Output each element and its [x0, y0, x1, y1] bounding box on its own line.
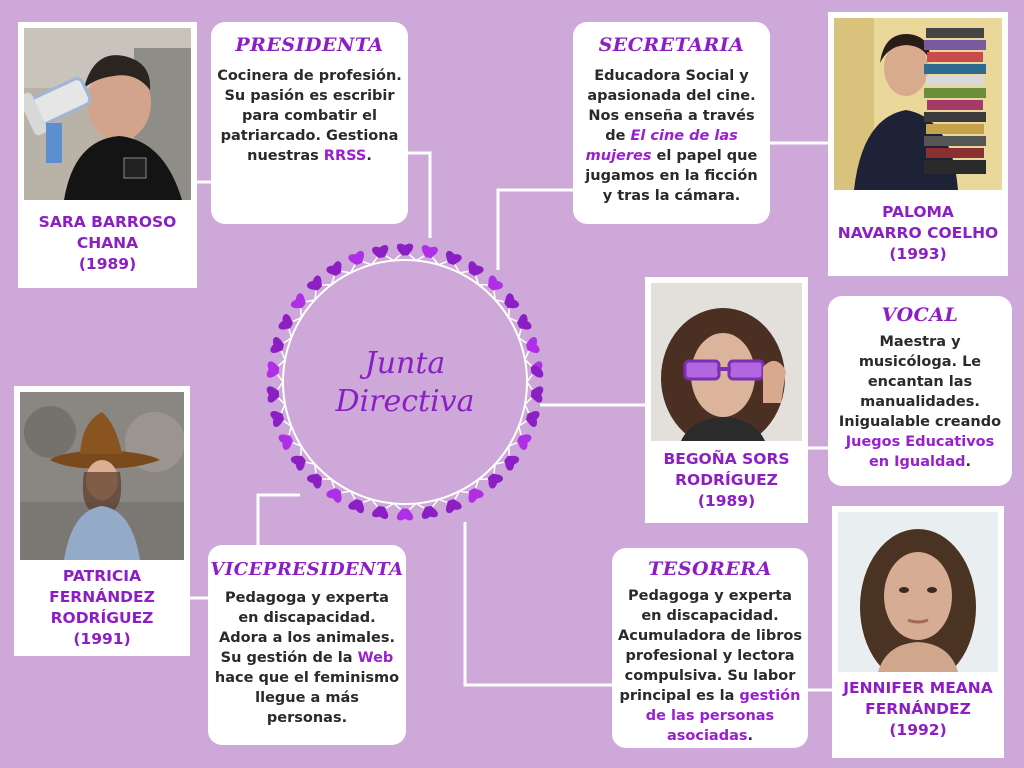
member-name-line: CHANA: [76, 234, 139, 252]
center-title: Junta Directiva: [300, 345, 510, 421]
member-year: (1991): [73, 630, 131, 648]
role-title: PRESIDENTA: [235, 34, 384, 56]
role-card-vicepresidenta: VICEPRESIDENTA Pedagoga y experta en dis…: [208, 545, 406, 745]
member-year: (1992): [889, 721, 947, 739]
center-title-line: Junta: [364, 346, 446, 381]
role-description: Maestra y musicóloga. Le encantan las ma…: [838, 334, 1002, 470]
member-card-vocal: BEGOÑA SORS RODRÍGUEZ (1989): [645, 277, 808, 523]
member-name-line: NAVARRO COELHO: [837, 224, 999, 242]
laurel-wreath-icon: [266, 243, 544, 521]
role-title: VICEPRESIDENTA: [210, 559, 404, 580]
photo-begona-sors: [651, 283, 802, 441]
member-card-presidenta: SARA BARROSO CHANA (1989): [18, 22, 197, 288]
role-title: TESORERA: [648, 558, 772, 580]
member-year: (1989): [697, 492, 756, 510]
photo-patricia-fernandez: [20, 392, 184, 560]
member-name-line: PATRICIA: [62, 567, 142, 585]
role-card-tesorera: TESORERA Pedagoga y experta en discapaci…: [612, 548, 808, 748]
member-name-line: JENNIFER MEANA: [843, 679, 993, 697]
photo-sara-barroso: [24, 28, 191, 200]
member-name-line: RODRÍGUEZ: [50, 609, 154, 627]
member-name-line: FERNÁNDEZ: [865, 700, 971, 718]
member-name-line: BEGOÑA SORS: [663, 450, 790, 468]
center-title-line: Directiva: [335, 384, 475, 419]
member-card-secretaria: PALOMA NAVARRO COELHO (1993): [828, 12, 1008, 276]
role-title: SECRETARIA: [598, 34, 745, 56]
member-name-line: PALOMA: [882, 203, 954, 221]
role-card-presidenta: PRESIDENTA Cocinera de profesión. Su pas…: [211, 22, 408, 224]
role-title: VOCAL: [881, 304, 959, 326]
role-description: Pedagoga y experta en discapacidad. Ador…: [214, 590, 400, 726]
role-description: Cocinera de profesión. Su pasión es escr…: [217, 68, 402, 164]
photo-paloma-navarro: [834, 18, 1002, 190]
role-card-secretaria: SECRETARIA Educadora Social y apasionada…: [573, 22, 770, 224]
role-card-vocal: VOCAL Maestra y musicóloga. Le encantan …: [828, 296, 1012, 486]
member-year: (1993): [889, 245, 947, 263]
member-year: (1989): [78, 255, 137, 273]
member-name-line: FERNÁNDEZ: [49, 588, 155, 606]
member-name-line: RODRÍGUEZ: [675, 471, 778, 489]
member-name-line: SARA BARROSO: [38, 213, 177, 231]
member-card-tesorera: JENNIFER MEANA FERNÁNDEZ (1992): [832, 506, 1004, 758]
role-description: Pedagoga y experta en discapacidad. Acum…: [618, 588, 802, 744]
role-description: Educadora Social y apasionada del cine. …: [585, 68, 758, 204]
photo-jennifer-meana: [838, 512, 998, 672]
member-card-vicepresidenta: PATRICIA FERNÁNDEZ RODRÍGUEZ (1991): [14, 386, 190, 656]
